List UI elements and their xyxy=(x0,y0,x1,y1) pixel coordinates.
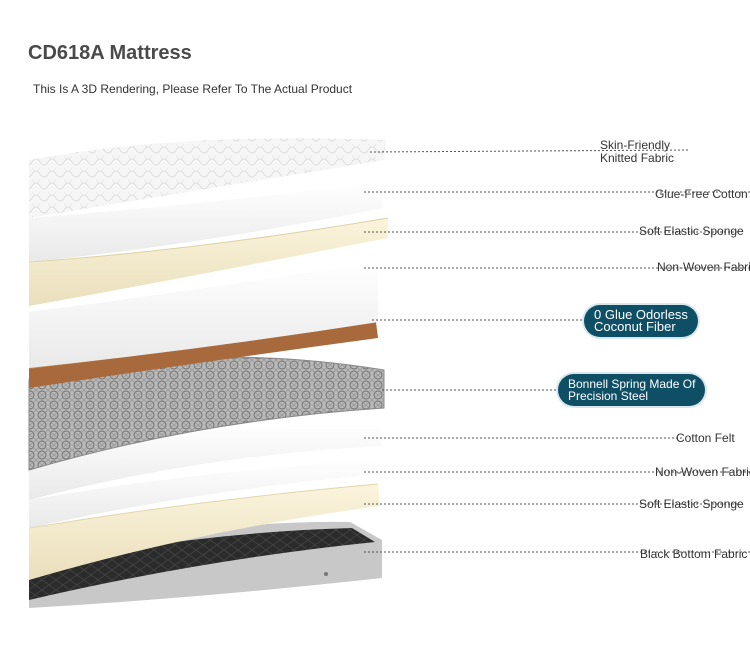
layer-sponge-lower xyxy=(28,483,380,580)
layer-glue-free-cotton xyxy=(29,182,382,262)
page-subtitle: This Is A 3D Rendering, Please Refer To … xyxy=(33,82,353,96)
layer-nonwoven-lower xyxy=(29,460,380,528)
layer-sponge-upper xyxy=(28,217,389,306)
page-title: CD618A Mattress xyxy=(28,42,192,64)
label-coconut-fiber: 0 Glue Odorless Coconut Fiber xyxy=(584,305,698,337)
label-cotton-felt: Cotton Felt xyxy=(676,431,735,445)
layer-knitted-fabric xyxy=(29,138,386,218)
label-nonwoven-upper: Non-Woven Fabric xyxy=(657,260,750,274)
leader-lines xyxy=(364,149,750,553)
layer-nonwoven-upper xyxy=(29,262,378,368)
label-glue-free-cotton: Glue-Free Cotton xyxy=(655,187,748,201)
label-black-bottom: Black Bottom Fabric xyxy=(640,547,748,561)
label-knitted-fabric: Skin-Friendly Knitted Fabric xyxy=(600,138,675,165)
label-sponge-lower: Soft Elastic Sponge xyxy=(639,497,744,511)
label-sponge-upper: Soft Elastic Sponge xyxy=(639,224,744,238)
label-nonwoven-lower: Non-Woven Fabric xyxy=(655,465,750,479)
layer-cotton-felt xyxy=(29,423,382,500)
label-bonnell-spring: Bonnell Spring Made Of Precision Steel xyxy=(558,374,706,406)
